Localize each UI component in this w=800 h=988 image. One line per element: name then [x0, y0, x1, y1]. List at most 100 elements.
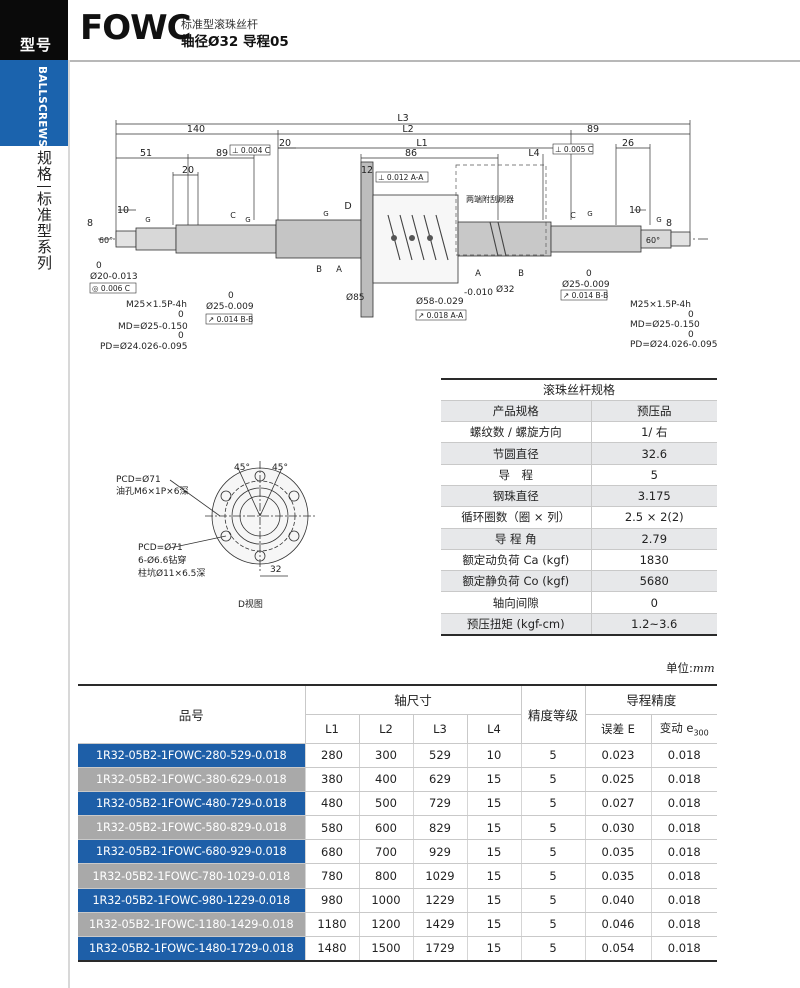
- note-m25-right: M25×1.5P-4h: [630, 300, 691, 310]
- cell-L2: 800: [359, 863, 414, 889]
- cell-error: 0.027: [585, 791, 652, 817]
- dim-20-b: 20: [182, 165, 194, 176]
- cell-L3: 529: [413, 743, 468, 768]
- grind-G-1: G: [145, 216, 150, 224]
- grind-G-3: G: [323, 210, 328, 218]
- spec-value: 1.2~3.6: [591, 613, 717, 636]
- dim-10-left: 10: [117, 205, 129, 216]
- datum-A-right: A: [475, 269, 481, 279]
- ballscrew-drawing: L3 140 L2 89 L1 20 51 89 86 L4 26 20 12 …: [87, 113, 718, 352]
- part-number: 1R32-05B2-1FOWC-480-729-0.018: [78, 791, 306, 817]
- cell-grade: 5: [521, 815, 586, 841]
- tol-frame-1: ⊥ 0.004 C: [232, 146, 270, 155]
- cell-variation: 0.018: [651, 791, 717, 817]
- header-shaft-dims: 轴尺寸: [305, 684, 522, 715]
- note-d58: Ø58-0.029: [416, 296, 464, 307]
- header-variation-label: 变动 e: [659, 720, 694, 735]
- model-title: FOWC: [80, 8, 192, 48]
- cell-L3: 829: [413, 815, 468, 841]
- cell-variation: 0.018: [651, 839, 717, 865]
- part-number: 1R32-05B2-1FOWC-380-629-0.018: [78, 767, 306, 792]
- flange-pcd-1: PCD=Ø71: [116, 474, 161, 485]
- spec-label: 循环圈数（圈 × 列）: [441, 506, 592, 529]
- note-md-right: MD=Ø25-0.150: [630, 319, 700, 330]
- cell-grade: 5: [521, 912, 586, 938]
- model-subtitle-1: 标准型滚珠丝杆: [181, 18, 258, 31]
- label-D: D: [344, 201, 351, 212]
- unit-note: 单位:mm: [666, 660, 715, 676]
- spec-value: 32.6: [591, 442, 717, 465]
- cell-L1: 380: [305, 767, 360, 792]
- cell-L3: 1429: [413, 912, 468, 938]
- cell-L4: 15: [467, 863, 522, 889]
- cell-L2: 600: [359, 815, 414, 841]
- note-wiper: 两端附刮刷器: [466, 194, 514, 204]
- spec-label: 螺纹数 / 螺旋方向: [441, 421, 592, 444]
- flange-oil-hole: 油孔M6×1P×6深: [116, 485, 188, 497]
- cell-L1: 280: [305, 743, 360, 768]
- cell-error: 0.025: [585, 767, 652, 792]
- dim-L4: L4: [528, 148, 539, 159]
- cell-L1: 580: [305, 815, 360, 841]
- tol-frame-3: ⊥ 0.012 A-A: [378, 173, 424, 182]
- side-category-top: 规格: [35, 150, 53, 182]
- part-number: 1R32-05B2-1FOWC-680-929-0.018: [78, 839, 306, 865]
- header-lead-accuracy: 导程精度: [585, 684, 717, 715]
- tol-frame-4: ◎ 0.006 C: [92, 284, 130, 293]
- cell-L3: 1029: [413, 863, 468, 889]
- spec-value: 2.5 × 2(2): [591, 506, 717, 529]
- cell-L2: 1000: [359, 888, 414, 913]
- note-md-left-0: 0: [178, 310, 184, 320]
- product-header-row-2: L1 L2 L3 L4 误差 E 变动 e300: [78, 714, 717, 744]
- cell-L4: 15: [467, 912, 522, 938]
- spec-header-row: 产品规格 预压品: [441, 400, 717, 423]
- note-md-left: MD=Ø25-0.150: [118, 321, 188, 332]
- product-header-row-1: 品号 轴尺寸 精度等级 导程精度: [78, 684, 717, 744]
- spec-label: 轴向间隙: [441, 591, 592, 614]
- cell-grade: 5: [521, 863, 586, 889]
- cell-L2: 500: [359, 791, 414, 817]
- cell-L4: 15: [467, 936, 522, 962]
- cell-L1: 1180: [305, 912, 360, 938]
- datum-A-left: A: [336, 265, 342, 275]
- dim-60-left: 60°: [99, 236, 113, 245]
- cell-L4: 10: [467, 743, 522, 768]
- cell-grade: 5: [521, 743, 586, 768]
- note-d85: Ø85: [346, 292, 365, 303]
- dim-60-right: 60°: [646, 236, 660, 245]
- flange-angle-1: 45°: [234, 463, 250, 473]
- note-d25-left-0: 0: [228, 291, 234, 301]
- cell-variation: 0.018: [651, 743, 717, 768]
- spec-label: 钢珠直径: [441, 485, 592, 508]
- part-number: 1R32-05B2-1FOWC-980-1229-0.018: [78, 888, 306, 913]
- series-tab-label: BALLSCREWS: [36, 66, 48, 148]
- spec-col-header: 预压品: [591, 400, 717, 423]
- dim-20-a: 20: [279, 138, 291, 149]
- model-subtitle-2: 轴径Ø32 导程05: [181, 34, 289, 50]
- cell-L4: 15: [467, 815, 522, 841]
- cell-variation: 0.018: [651, 912, 717, 938]
- note-pd-right-0: 0: [688, 330, 694, 340]
- note-md-right-0: 0: [688, 310, 694, 320]
- cell-variation: 0.018: [651, 863, 717, 889]
- dim-86: 86: [405, 148, 417, 159]
- dim-26: 26: [622, 138, 634, 149]
- dim-8-left: 8: [87, 218, 93, 229]
- cell-L4: 15: [467, 888, 522, 913]
- header-rule: [68, 60, 800, 62]
- cell-L1: 980: [305, 888, 360, 913]
- part-number: 1R32-05B2-1FOWC-1480-1729-0.018: [78, 936, 306, 962]
- dim-12: 12: [361, 165, 373, 176]
- dim-89-right: 89: [587, 124, 599, 135]
- grind-G-2: G: [245, 216, 250, 224]
- side-category-bottom: 标准型系列: [35, 191, 53, 271]
- cell-grade: 5: [521, 767, 586, 792]
- cell-L2: 700: [359, 839, 414, 865]
